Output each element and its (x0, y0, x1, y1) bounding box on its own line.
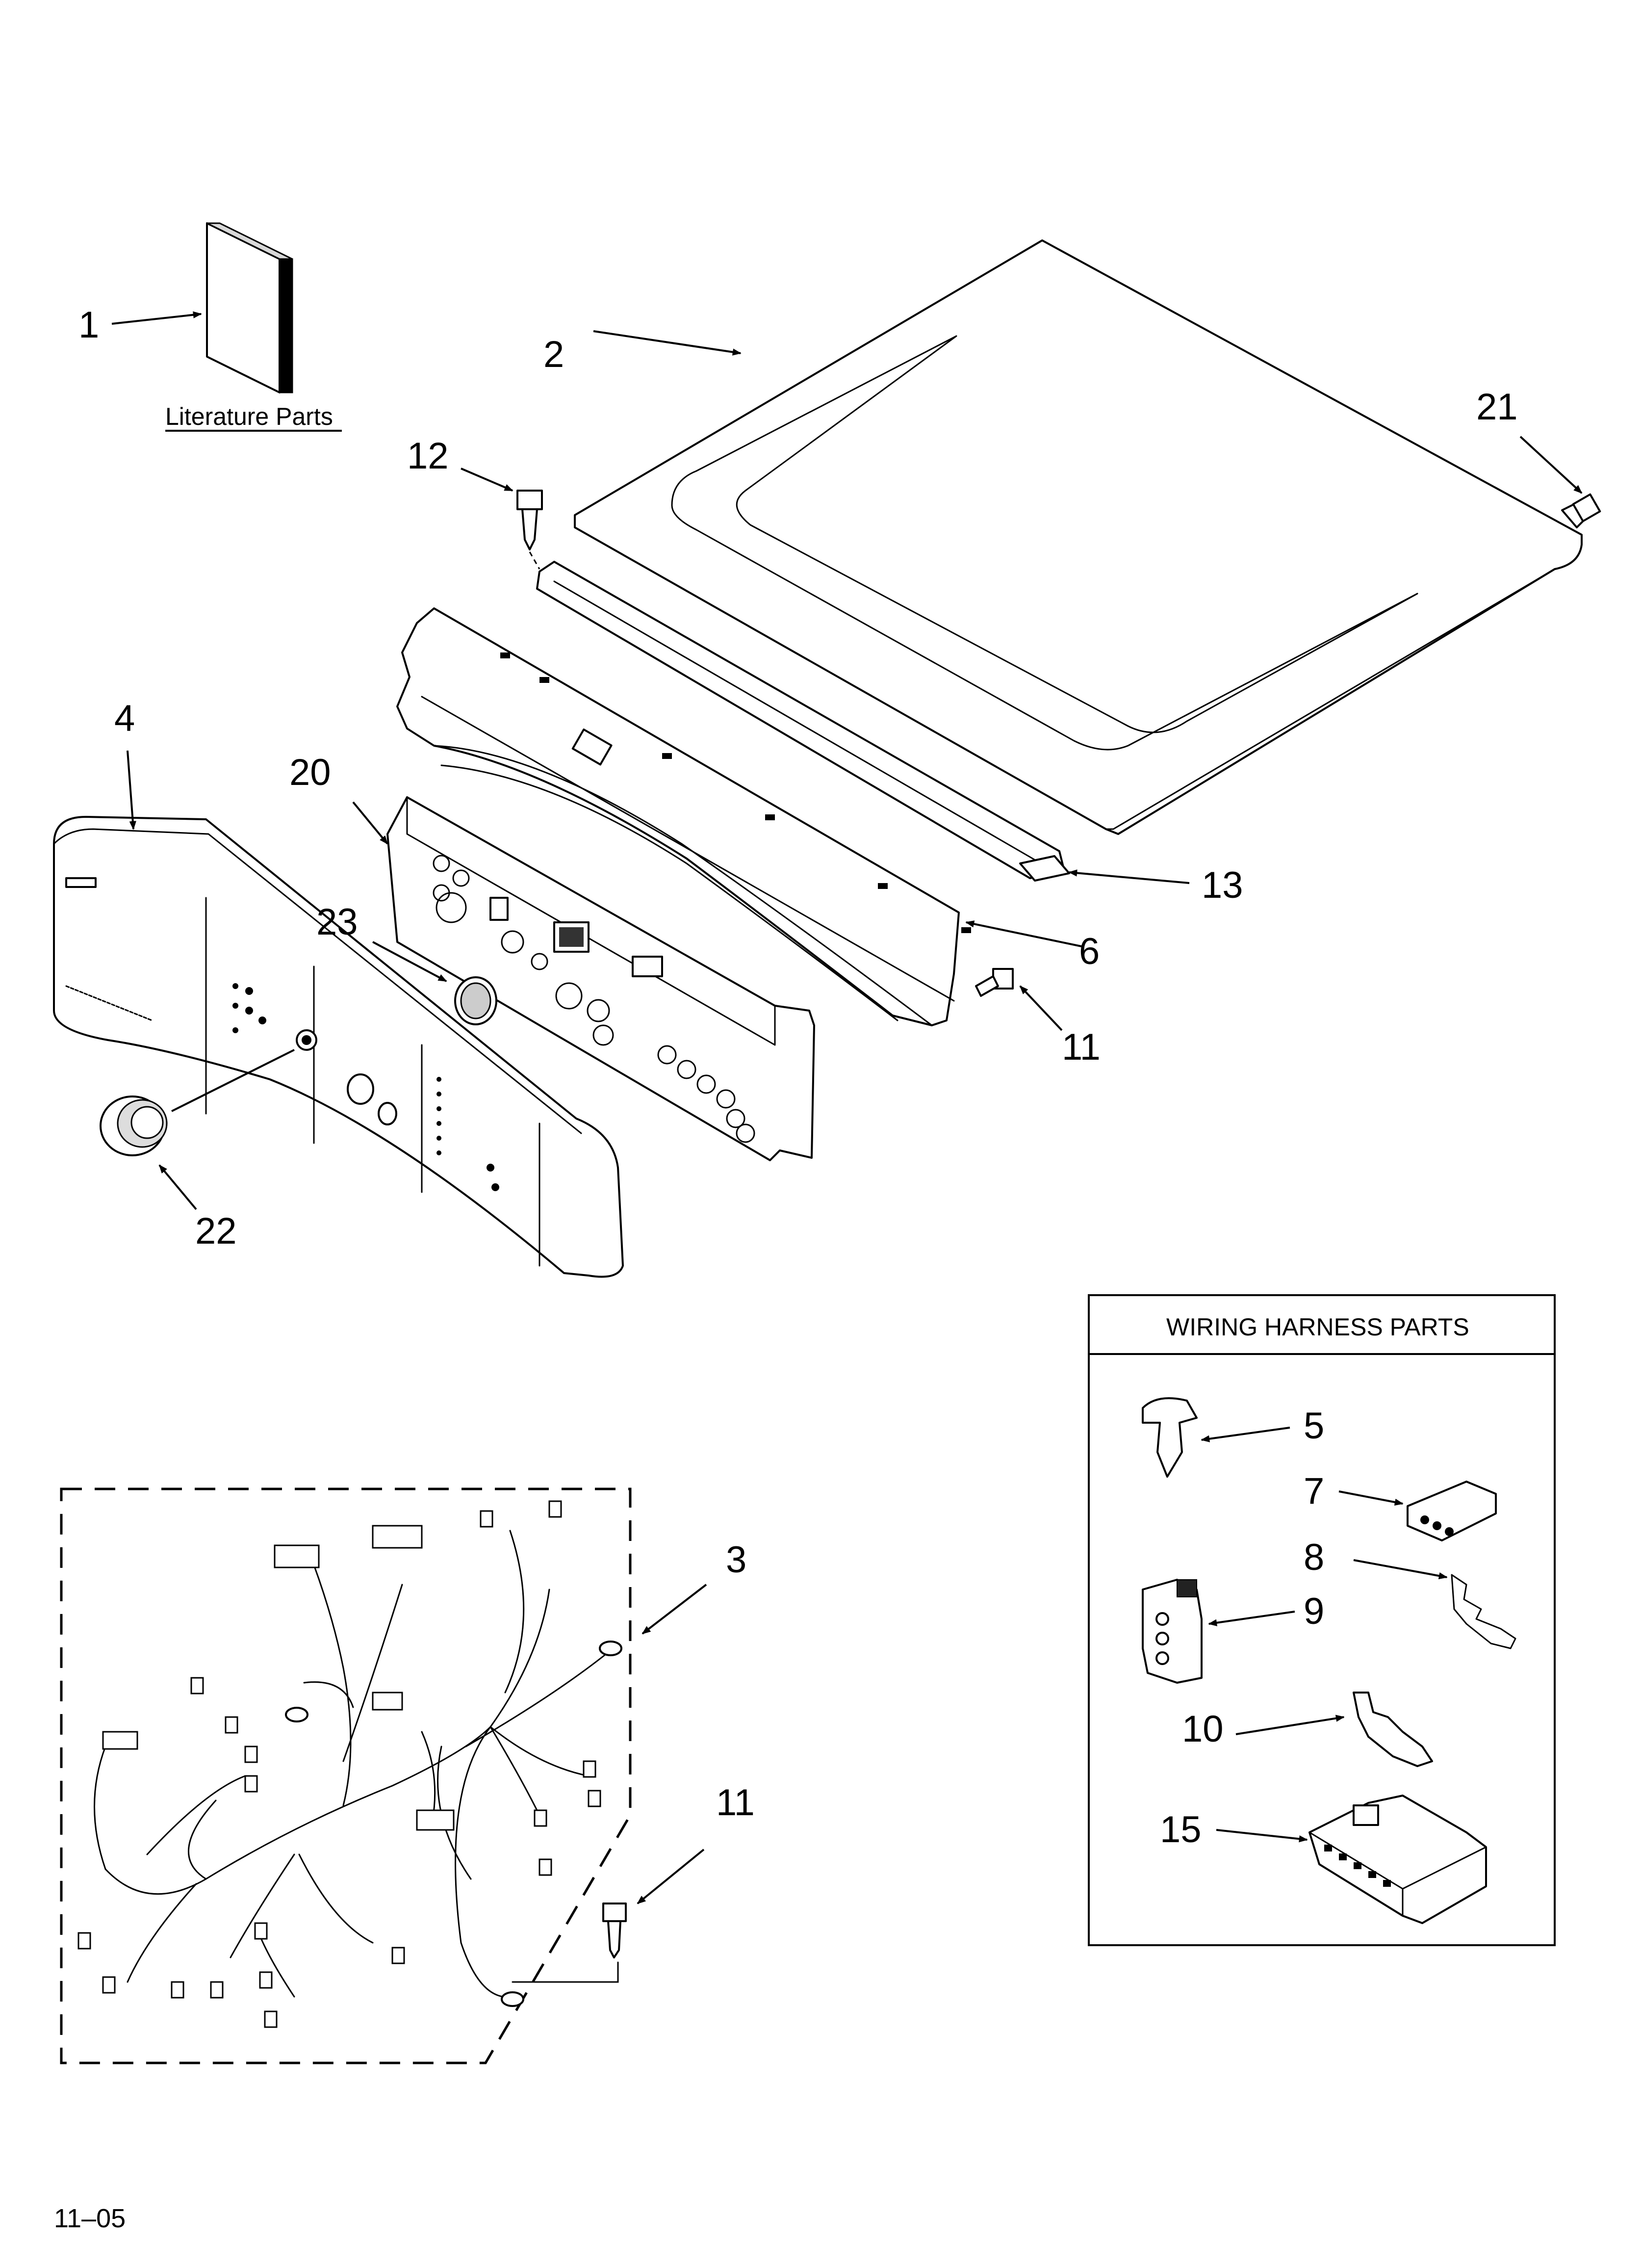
wiring-parts-box-title: WIRING HARNESS PARTS (1166, 1313, 1469, 1341)
callout-3: 3 (726, 1539, 746, 1581)
callout-20: 20 (289, 752, 331, 793)
callout-9: 9 (1304, 1590, 1324, 1632)
screw-12-icon (516, 490, 543, 550)
leader-5 (1201, 1427, 1290, 1442)
wiring-harness-frame (60, 1487, 632, 2064)
callout-4: 4 (114, 698, 135, 739)
terminal-10-icon (1353, 1692, 1433, 1767)
leader-10 (1235, 1715, 1345, 1735)
top-panel (574, 239, 1583, 835)
leader-3 (641, 1584, 707, 1635)
literature-book-icon (206, 222, 293, 393)
screw-11-upper-icon (975, 968, 1014, 997)
leader-4 (127, 750, 136, 830)
leader-13 (1068, 869, 1190, 884)
knob-ring-icon (454, 976, 497, 1025)
leader-7 (1338, 1490, 1404, 1506)
screw-21-icon (1561, 493, 1601, 528)
callout-13: 13 (1202, 864, 1243, 906)
callout-2: 2 (543, 334, 564, 375)
callout-11-lower: 11 (716, 1782, 755, 1824)
terminal-8-icon (1451, 1574, 1516, 1649)
leader-22 (158, 1164, 197, 1210)
wiring-parts-box (1088, 1294, 1556, 1946)
leader-20 (352, 801, 388, 845)
mounting-rail (536, 561, 1070, 882)
date-code: 11–05 (54, 2204, 126, 2233)
leader-15 (1216, 1829, 1308, 1843)
callout-22: 22 (195, 1210, 237, 1252)
console-front-panel (53, 816, 624, 1278)
callout-12: 12 (407, 435, 449, 477)
leader-11-lower (637, 1849, 705, 1904)
leader-2 (593, 330, 742, 356)
screw-wire-link (512, 1961, 619, 1983)
callout-23: 23 (316, 901, 358, 943)
callout-1: 1 (78, 304, 99, 346)
literature-parts-label: Literature Parts (165, 403, 333, 430)
callout-11-upper: 11 (1062, 1026, 1101, 1068)
housing-15-icon (1308, 1795, 1487, 1924)
clip-5-icon (1142, 1397, 1198, 1478)
callout-7: 7 (1304, 1470, 1324, 1512)
callout-6: 6 (1079, 931, 1100, 972)
connector-9-icon (1142, 1579, 1203, 1684)
leader-21 (1519, 436, 1583, 494)
knob-shaft-line (171, 1049, 295, 1112)
knob-icon (100, 1095, 168, 1156)
leader-9 (1208, 1611, 1295, 1626)
wiring-harness (77, 1500, 622, 2028)
connector-7-icon (1407, 1481, 1497, 1541)
leader-8 (1353, 1559, 1448, 1580)
leader-23 (372, 941, 447, 982)
screw-11-lower-icon (602, 1903, 627, 1958)
callout-5: 5 (1304, 1405, 1324, 1447)
leader-1 (111, 311, 202, 325)
leader-12 (461, 468, 513, 492)
leader-6 (965, 920, 1084, 948)
leader-11-upper (1019, 985, 1063, 1031)
callout-8: 8 (1304, 1537, 1324, 1578)
callout-21: 21 (1476, 386, 1518, 428)
callout-15: 15 (1160, 1809, 1202, 1851)
callout-10: 10 (1182, 1708, 1224, 1750)
console-back-panel (396, 607, 971, 1026)
control-board (386, 796, 815, 1161)
